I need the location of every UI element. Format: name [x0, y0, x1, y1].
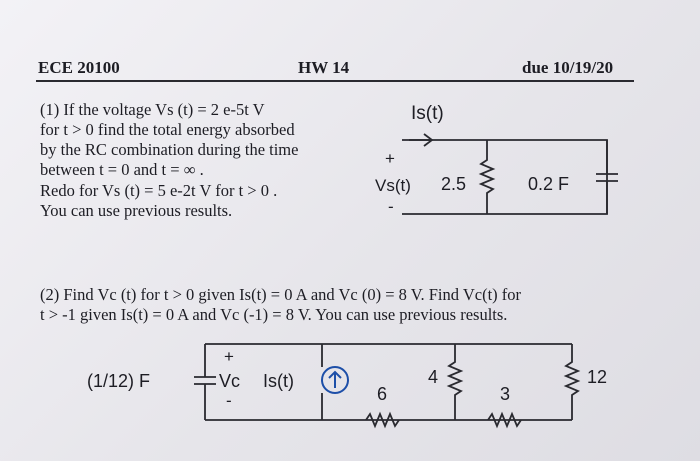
resistor-4-label: 4 — [428, 367, 439, 387]
circuit-1-source-label: Vs(t) — [375, 176, 411, 195]
header-rule — [36, 80, 634, 82]
circuit-1-current-label: Is(t) — [411, 103, 444, 124]
problem-1-line: for t > 0 find the total energy absorbed — [40, 120, 295, 139]
circuit-2-minus: - — [226, 391, 232, 410]
problem-1-line: by the RC combination during the time — [40, 140, 299, 159]
resistor-12-symbol — [563, 344, 581, 420]
problem-2-line: t > -1 given Is(t) = 0 A and Vc (-1) = 8… — [40, 305, 508, 324]
circuit-1-plus: + — [385, 149, 395, 168]
current-arrow-icon — [409, 133, 434, 147]
problem-1-line: between t = 0 and t = ∞ . — [40, 160, 204, 179]
capacitor-1-12f-symbol — [194, 344, 216, 420]
resistor-2-5-symbol — [478, 140, 496, 214]
circuit-2-rails — [205, 343, 572, 421]
circuit-1-wires — [402, 139, 608, 215]
circuit-2-plus: + — [224, 347, 234, 366]
course-code: ECE 20100 — [38, 58, 120, 77]
current-source-label: Is(t) — [263, 371, 294, 391]
capacitor-1-12f-label: (1/12) F — [87, 371, 151, 391]
problem-1-line: Redo for Vs (t) = 5 e-2t V for t > 0 . — [40, 181, 278, 200]
resistor-12-label: 12 — [587, 367, 608, 387]
problem-1-line: (1) If the voltage Vs (t) = 2 e-5t V — [40, 100, 265, 119]
current-source-icon — [321, 366, 349, 394]
problem-2-line: (2) Find Vc (t) for t > 0 given Is(t) = … — [40, 285, 522, 304]
resistor-3-symbol — [487, 411, 522, 429]
resistor-4-symbol — [446, 344, 464, 420]
circuit-1-minus: - — [388, 197, 394, 216]
resistor-6-symbol — [365, 411, 400, 429]
resistor-2-5-label: 2.5 — [441, 174, 467, 194]
resistor-6-label: 6 — [377, 384, 388, 404]
capacitor-0-2f-label: 0.2 F — [528, 174, 570, 194]
capacitor-0-2f-symbol — [596, 140, 618, 214]
problem-1-line: You can use previous results. — [40, 201, 233, 220]
homework-number: HW 14 — [298, 58, 350, 77]
cap-voltage-label: Vc — [219, 371, 241, 391]
resistor-3-label: 3 — [500, 384, 511, 404]
due-date: due 10/19/20 — [522, 58, 614, 77]
